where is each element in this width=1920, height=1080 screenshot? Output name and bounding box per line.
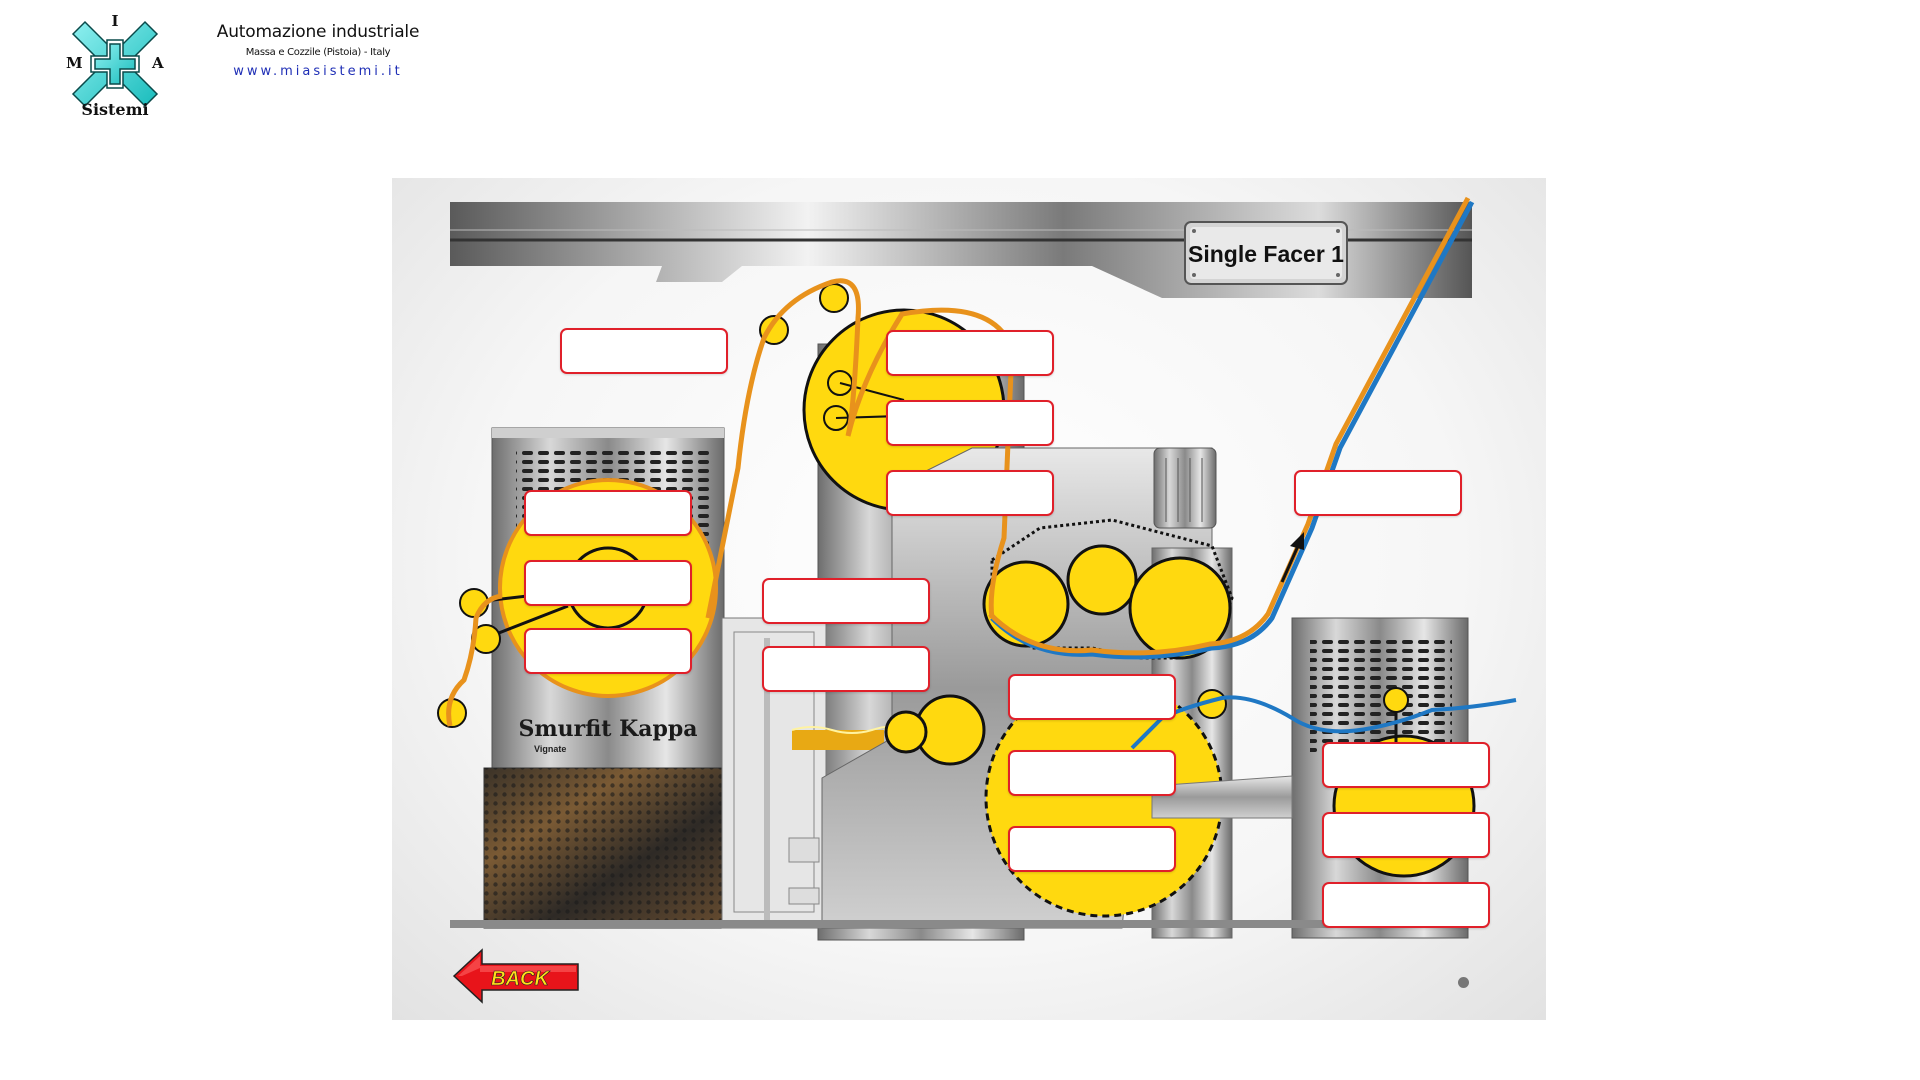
logo-letter-a: A — [151, 54, 164, 72]
single-face-web-path — [988, 196, 1471, 656]
label-field-1[interactable] — [560, 328, 728, 374]
brand-name: Smurfit Kappa — [519, 716, 698, 742]
brand-location: Vignate — [534, 744, 566, 754]
single-facer-diagram-panel: Single Facer 1 Smurfit Kappa Vignate — [392, 178, 1546, 1020]
machine-title-plate: Single Facer 1 — [1184, 221, 1348, 285]
top-guide-roller-2 — [819, 283, 849, 313]
label-field-16[interactable] — [1322, 882, 1490, 928]
label-field-13[interactable] — [1008, 826, 1176, 872]
label-field-3[interactable] — [886, 400, 1054, 446]
mia-sistemi-logo: I M A Sistemi — [66, 12, 164, 119]
liner-feed-path — [1130, 695, 1517, 750]
logo-letter-m: M — [66, 54, 83, 72]
label-field-9[interactable] — [762, 578, 930, 624]
label-field-8[interactable] — [524, 628, 692, 674]
machine-title: Single Facer 1 — [1188, 241, 1344, 267]
label-field-14[interactable] — [1322, 742, 1490, 788]
liner-guide-roller — [1383, 687, 1409, 713]
label-field-12[interactable] — [1008, 750, 1176, 796]
drive-motor — [1153, 447, 1217, 529]
label-field-11[interactable] — [1008, 674, 1176, 720]
logo-wordmark: Sistemi — [81, 100, 148, 119]
logo-letter-i: I — [111, 12, 118, 30]
liner-paper-path — [990, 200, 1475, 660]
back-button-label: BACK — [491, 968, 550, 990]
label-field-10[interactable] — [762, 646, 930, 692]
glue-roller-small — [884, 710, 928, 754]
corrugating-roll-cluster — [982, 544, 1232, 660]
page-indicator-dot[interactable] — [1458, 977, 1469, 988]
company-info: Automazione industriale Massa e Cozzile … — [198, 22, 438, 79]
label-field-2[interactable] — [886, 330, 1054, 376]
label-field-6[interactable] — [524, 490, 692, 536]
website-link[interactable]: www.miasistemi.it — [233, 64, 403, 79]
label-field-5[interactable] — [1294, 470, 1462, 516]
back-button[interactable]: BACK — [452, 946, 582, 1006]
floor-line — [450, 920, 1472, 928]
label-field-15[interactable] — [1322, 812, 1490, 858]
company-location: Massa e Cozzile (Pistoia) - Italy — [245, 47, 391, 58]
label-field-7[interactable] — [524, 560, 692, 606]
medium-paper-path-lower — [446, 593, 503, 727]
company-title: Automazione industriale — [216, 22, 420, 42]
label-field-4[interactable] — [886, 470, 1054, 516]
direction-arrow-icon — [1280, 532, 1304, 583]
